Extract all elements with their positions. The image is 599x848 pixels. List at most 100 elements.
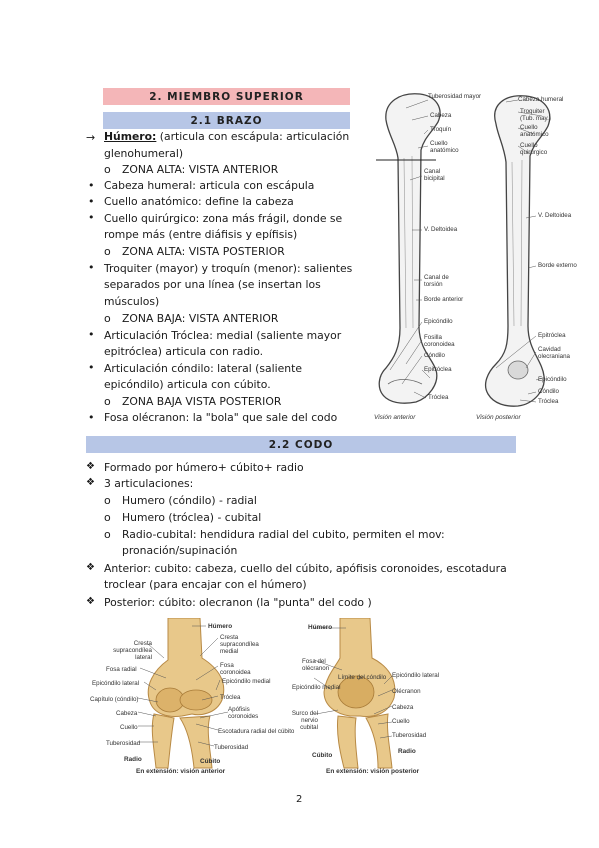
arrow-bullet-icon: → (86, 131, 96, 144)
circle-bullet-icon: o (104, 528, 111, 541)
label-cuello-anatomico-post: Cuello anatómico (520, 124, 549, 138)
page-number: 2 (296, 794, 303, 805)
art2-line: Humero (tróclea) - cubital (122, 511, 262, 524)
label-epicondilo-post: Epicóndilo (538, 376, 567, 383)
cabeza-line: Cabeza humeral: articula con escápula (104, 179, 315, 192)
elbow-label-cubito: Cúbito (200, 758, 221, 765)
elbow-label-cabeza: Cabeza (116, 710, 138, 717)
elbow-label-capitulo: Capítulo (cóndilo) (90, 696, 139, 703)
label-canal-bicipital: Canal bicipital (424, 168, 445, 182)
elbow-label-cuello: Cuello (120, 724, 138, 731)
troclea-line-2: epitróclea) articula con radio. (104, 345, 264, 358)
dot-bullet-icon: • (88, 195, 95, 208)
humero-title: Húmero: (104, 130, 157, 143)
circle-bullet-icon: o (104, 163, 111, 176)
circle-bullet-icon: o (104, 494, 111, 507)
label-v-deltoidea-post: V. Deltoidea (538, 212, 572, 219)
humerus-illustration (376, 93, 551, 407)
elbow-label-radio: Radio (124, 756, 142, 763)
elbow-post-label-cuello: Cuello (392, 718, 410, 725)
label-cabeza: Cabeza (430, 112, 452, 119)
elbow-post-label-olecranon: Olécranon (392, 688, 421, 695)
art3-line-1: Radio-cubital: hendidura radial del cubi… (122, 528, 445, 541)
troclea-line-1: Articulación Tróclea: medial (saliente m… (104, 329, 342, 342)
elbow-caption-posterior: En extensión: visión posterior (326, 768, 420, 775)
label-cabeza-humeral: Cabeza humeral (518, 96, 564, 103)
elbow-label-cresta-medial: Cresta supracondílea medial (220, 634, 259, 655)
elbow-illustration (137, 617, 396, 769)
caption-vision-anterior: Visión anterior (374, 414, 416, 421)
elbow-post-label-cubito: Cúbito (312, 752, 333, 759)
label-troclea: Tróclea (428, 394, 449, 401)
elbow-post-label-epicondilo-lateral: Epicóndilo lateral (392, 672, 440, 679)
humero-cont: glenohumeral) (104, 147, 184, 160)
articulaciones-line: 3 articulaciones: (104, 477, 194, 490)
cuello-anat-line: Cuello anatómico: define la cabeza (104, 195, 294, 208)
dot-bullet-icon: • (88, 261, 95, 274)
elbow-label-humero: Húmero (208, 623, 233, 630)
elbow-label-tuberosidad-radio: Tuberosidad (106, 740, 141, 747)
condilo-line-2: epicóndilo) articula con cúbito. (104, 378, 271, 391)
label-epicondilo: Epicóndilo (424, 318, 453, 325)
zona-alta-anterior: ZONA ALTA: VISTA ANTERIOR (122, 163, 279, 176)
label-epitroclea: Epitróclea (424, 366, 452, 373)
formado-line: Formado por húmero+ cúbito+ radio (104, 461, 304, 474)
zona-baja-posterior: ZONA BAJA VISTA POSTERIOR (122, 395, 282, 408)
diamond-bullet-icon: ❖ (86, 477, 95, 488)
elbow-post-label-radio: Radio (398, 748, 416, 755)
fosa-line: Fosa olécranon: la "bola" que sale del c… (104, 411, 338, 424)
elbow-label-escotadura-radial: Escotadura radial del cúbito (218, 728, 295, 735)
cuello-quir-line-2: rompe más (entre diáfisis y epífisis) (104, 228, 298, 241)
humero-rest: (articula con escápula: articulación (156, 130, 350, 143)
elbow-caption-anterior: En extensión: visión anterior (136, 768, 226, 775)
label-epitroclea-post: Epitróclea (538, 332, 566, 339)
circle-bullet-icon: o (104, 511, 111, 524)
label-cuello-quirurgico: Cuello quirúrgico (520, 142, 548, 156)
circle-bullet-icon: o (104, 245, 111, 258)
label-borde-anterior: Borde anterior (424, 296, 464, 303)
label-troclea-post: Tróclea (538, 398, 559, 405)
troquiter-line-1: Troquiter (mayor) y troquín (menor): sal… (104, 262, 353, 275)
elbow-label-epicondilo-lateral: Epicóndilo lateral (92, 680, 140, 687)
section-header: 2. MIEMBRO SUPERIOR (103, 88, 350, 105)
label-tuberosidad-mayor: Tuberosidad mayor (428, 93, 482, 100)
diamond-bullet-icon: ❖ (86, 562, 95, 573)
anterior-line-1: Anterior: cubito: cabeza, cuello del cúb… (104, 562, 507, 575)
condilo-line-1: Articulación cóndilo: lateral (saliente (104, 362, 302, 375)
circle-bullet-icon: o (104, 312, 111, 325)
posterior-line: Posterior: cúbito: olecranon (la "punta"… (104, 596, 372, 609)
troquiter-line-2: separados por una línea (se insertan los (104, 278, 321, 291)
elbow-label-fosa-radial: Fosa radial (106, 666, 137, 673)
label-troquin: Troquín (430, 126, 452, 133)
elbow-label-cresta-lateral: Cresta supracondílea lateral (113, 640, 152, 661)
circle-bullet-icon: o (104, 395, 111, 408)
troquiter-line-3: músculos) (104, 295, 160, 308)
elbow-label-tuberosidad-cubito: Tuberosidad (214, 744, 249, 751)
elbow-label-epicondilo-medial: Epicóndilo medial (222, 678, 271, 685)
diamond-bullet-icon: ❖ (86, 461, 95, 472)
dot-bullet-icon: • (88, 179, 95, 192)
art1-line: Humero (cóndilo) - radial (122, 494, 257, 507)
label-condilo: Cóndilo (424, 352, 445, 359)
zona-alta-posterior: ZONA ALTA: VISTA POSTERIOR (122, 245, 285, 258)
elbow-post-label-humero: Húmero (308, 624, 333, 631)
humero-line: Húmero: (articula con escápula: articula… (104, 129, 349, 145)
elbow-figure: Húmero Cresta supracondílea lateral Cres… (88, 617, 448, 778)
elbow-post-label-fosa-olecranon: Fosa del olécranon (302, 658, 330, 672)
elbow-label-troclea: Tróclea (220, 694, 241, 701)
label-condilo-post: Cóndilo (538, 388, 559, 395)
codo-header-text: 2.2 CODO (268, 438, 334, 451)
elbow-post-label-surco-nervio: Surco del nervio cubital (291, 710, 318, 731)
zona-baja-anterior: ZONA BAJA: VISTA ANTERIOR (122, 312, 279, 325)
label-canal-torsion: Canal de torsión (424, 274, 449, 288)
label-cavidad-olecraniana: Cavidad olecraniana (538, 346, 570, 360)
cuello-quir-line-1: Cuello quirúrgico: zona más frágil, dond… (104, 212, 343, 225)
elbow-post-label-limite-condilo: Límite del cóndilo (338, 674, 387, 681)
section-header-text: 2. MIEMBRO SUPERIOR (149, 90, 304, 103)
elbow-label-apofisis-coronoides: Apófisis coronoides (228, 706, 259, 720)
label-v-deltoidea: V. Deltoidea (424, 226, 458, 233)
elbow-post-label-tuberosidad: Tuberosidad (392, 732, 427, 739)
dot-bullet-icon: • (88, 211, 95, 224)
label-cuello-anatomico: Cuello anatómico (430, 140, 459, 154)
dot-bullet-icon: • (88, 328, 95, 341)
